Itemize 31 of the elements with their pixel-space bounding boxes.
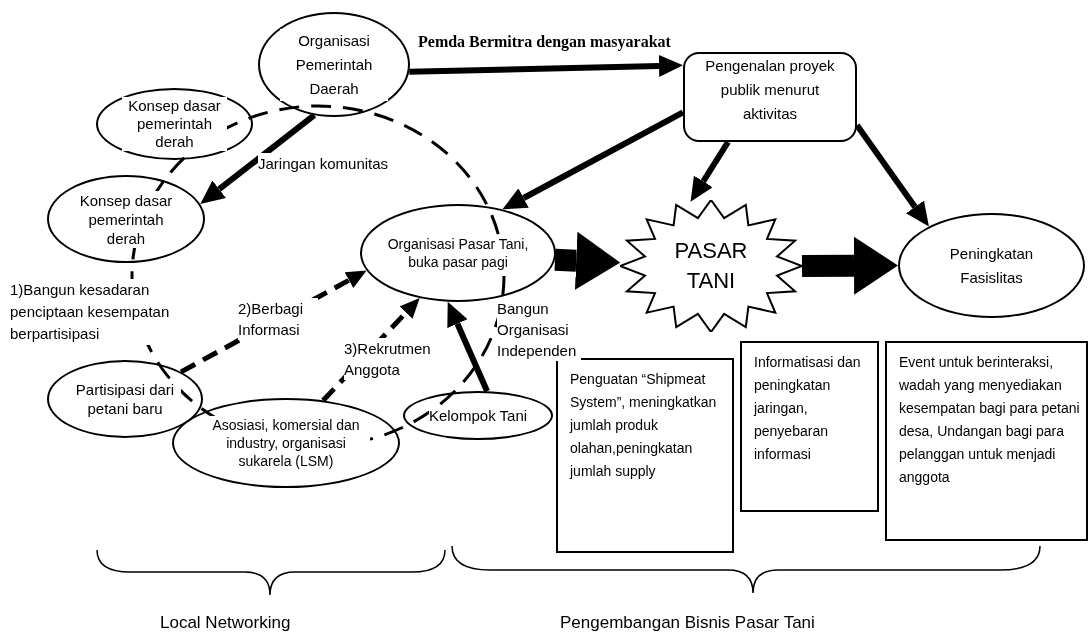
arrow (690, 140, 731, 202)
text-box (885, 341, 1088, 541)
node-text: Informatisasi dan peningkatan jaringan, penyebaran informasi (754, 353, 862, 464)
section-label: Local Networking (160, 612, 291, 634)
arrow (502, 109, 685, 210)
text-box (740, 341, 879, 512)
rounded-box (683, 52, 857, 142)
edge-label: 2)Berbagi Informasi (238, 298, 318, 340)
ellipse-node (898, 213, 1085, 318)
text-box (556, 358, 734, 553)
ellipse-node (172, 398, 400, 488)
arrow (200, 112, 317, 204)
section-label: Pengembangan Bisnis Pasar Tani (560, 612, 815, 634)
arrow (554, 231, 621, 290)
starburst-shape (620, 200, 802, 332)
ellipse-node (47, 175, 205, 263)
ellipse-node (258, 12, 410, 117)
node-text: Event untuk berinteraksi, wadah yang menyediakan kesempatan bagi para petani desa, Undangan bagi para pelanggan untuk menjadi anggota (899, 353, 1081, 487)
ellipse-node (360, 204, 556, 302)
ellipse-node (403, 391, 553, 440)
node-text: Organisasi Pemerintah Daerah (280, 28, 388, 101)
node-text: Pengenalan proyek publik menurut aktivitas (704, 56, 836, 124)
node-text: PASAR TANI (673, 237, 749, 295)
arrow (801, 236, 898, 295)
node-text: Penguatan “Shipmeat System”, meningkatkan jumlah produk olahan,peningkatan jumlah supply (570, 370, 718, 481)
arrow (447, 301, 490, 393)
node-text: Konsep dasar pemerintah derah (122, 97, 227, 151)
arrow (409, 54, 683, 77)
arrow (854, 123, 929, 227)
ellipse-node (96, 88, 253, 160)
ellipse-node (47, 360, 203, 438)
